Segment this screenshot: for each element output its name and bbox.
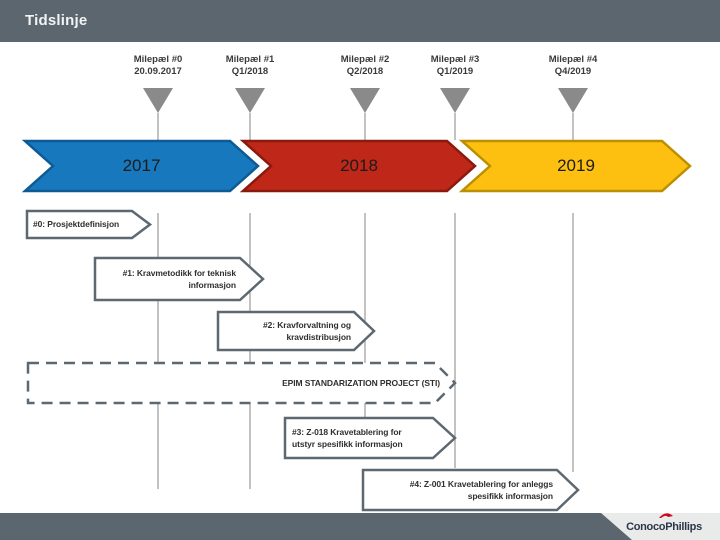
milestone-name: Milepæl #2 [340, 54, 390, 65]
callout-line: utstyr spesifikk informasjon [292, 439, 403, 449]
callout-text-0: #0: Prosjektdefinisjon [33, 211, 135, 238]
milestone-markers [143, 88, 588, 113]
triangle-down-marker [143, 88, 173, 113]
milestone-date: Q2/2018 [346, 66, 384, 77]
callout-line: #0: Prosjektdefinisjon [33, 219, 120, 230]
callout-line: #1: Kravmetodikk for teknisk [122, 267, 237, 278]
milestone-date: Q1/2019 [436, 66, 474, 77]
triangle-down-marker [350, 88, 380, 113]
callout-shape-1 [93, 256, 265, 302]
footer-bar [0, 513, 720, 540]
milestone-label: Milepæl #1 Q1/2018 [190, 54, 310, 78]
callout-line: informasjon [188, 280, 236, 290]
project-box-label: EPIM STANDARIZATION PROJECT (STI) [282, 377, 440, 388]
callout-text-1: #1: Kravmetodikk for teknisk informasjon [100, 258, 237, 300]
year-label-2017: 2017 [122, 156, 161, 175]
callout-shape-3 [283, 416, 457, 460]
callout-line: kravdistribusjon [286, 332, 351, 342]
callout-line: spesifikk informasjon [467, 491, 553, 501]
callout-shape-2 [216, 310, 376, 352]
chevron-2019 [458, 139, 692, 193]
chevron-2017 [21, 139, 260, 193]
milestone-label: Milepæl #3 Q1/2019 [395, 54, 515, 78]
conocophillips-swoosh-icon [659, 513, 673, 518]
page-title: Tidslinje [25, 12, 88, 29]
milestone-name: Milepæl #4 [548, 54, 598, 65]
milestone-date: 20.09.2017 [134, 66, 182, 77]
callout-line: #2: Kravforvaltning og [262, 319, 351, 330]
milestone-name: Milepæl #0 [133, 54, 183, 65]
chevron-2018 [239, 139, 477, 193]
project-box-shape [26, 361, 457, 405]
callout-shape-0 [25, 209, 153, 240]
milestone-label: Milepæl #0 20.09.2017 [98, 54, 218, 78]
callout-line: #4: Z-001 Kravetablering for anleggs [409, 478, 553, 489]
triangle-down-marker [440, 88, 470, 113]
milestone-date: Q1/2018 [231, 66, 269, 77]
milestone-date: Q4/2019 [554, 66, 592, 77]
callout-line: #3: Z-018 Kravetablering for [292, 426, 402, 437]
year-label-2019: 2019 [557, 156, 595, 175]
conocophillips-logo: ConocoPhillips [626, 521, 702, 533]
triangle-down-marker [235, 88, 265, 113]
project-box-text: EPIM STANDARIZATION PROJECT (STI) [100, 363, 440, 403]
milestone-name: Milepæl #1 [225, 54, 275, 65]
callout-text-3: #3: Z-018 Kravetablering for utstyr spes… [292, 418, 434, 458]
triangle-down-marker [558, 88, 588, 113]
year-label-2018: 2018 [340, 156, 378, 175]
callout-text-4: #4: Z-001 Kravetablering for anleggs spe… [365, 470, 553, 510]
slide-header: Tidslinje [0, 0, 720, 42]
milestone-name: Milepæl #3 [430, 54, 480, 65]
milestone-label: Milepæl #2 Q2/2018 [305, 54, 425, 78]
callout-shape-4 [361, 468, 580, 512]
callout-text-2: #2: Kravforvaltning og kravdistribusjon [223, 312, 351, 350]
milestone-label: Milepæl #4 Q4/2019 [513, 54, 633, 78]
